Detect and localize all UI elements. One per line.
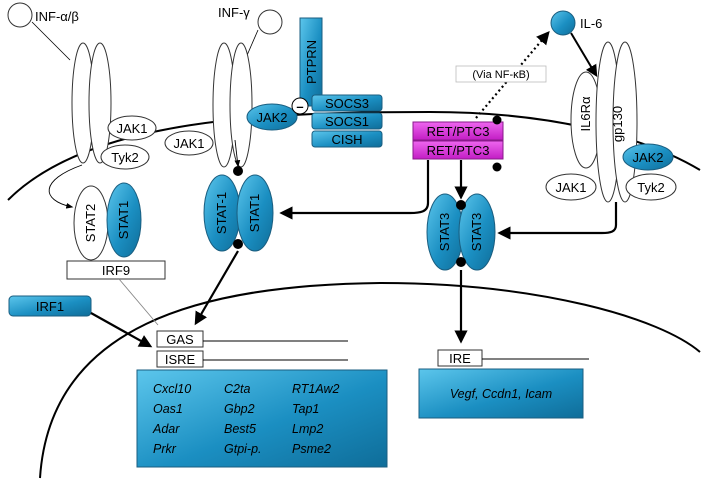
- gene: Cxcl10: [153, 382, 191, 396]
- stat1-a: [106, 182, 142, 258]
- stat1-b2: [236, 174, 274, 252]
- gas-label: GAS: [166, 332, 194, 347]
- il6r-label: IL6Rα: [578, 96, 593, 131]
- stat1-a-label: STAT1: [116, 201, 131, 240]
- ret-ptc3-top-label: RET/PTC3: [427, 124, 490, 139]
- cish-label: CISH: [331, 132, 362, 147]
- tyk2-a: [100, 144, 150, 170]
- arrow-stat1-to-gas: [194, 250, 239, 326]
- ifn-g-ligand: [257, 9, 283, 35]
- nuclear-membrane: [39, 281, 701, 479]
- gene: Gtpi-p.: [224, 442, 262, 456]
- arrow-ifng-to-stat1: [234, 139, 241, 168]
- tyk2-a-label: Tyk2: [111, 150, 138, 165]
- jak1-c: [545, 173, 597, 201]
- gene: Lmp2: [292, 422, 323, 436]
- gene: RT1Aw2: [292, 382, 340, 396]
- irf9-box: [66, 260, 166, 280]
- isre-label: ISRE: [165, 352, 196, 367]
- arrow-irf1-to-isre: [90, 312, 153, 348]
- ifn-g-label: INF-γ: [218, 5, 250, 20]
- genes-col2: C2ta Gbp2 Best5 Gtpi-p.: [224, 382, 262, 456]
- jak1-a: [107, 115, 157, 141]
- stat1-b1-label: STAT-1: [214, 192, 229, 234]
- gas-box: [156, 330, 204, 348]
- ire-label: IRE: [449, 351, 471, 366]
- target-genes-left-box: [136, 369, 388, 468]
- target-genes-right-box: [418, 368, 584, 419]
- ifn-g-receptor: INF-γ JAK1 JAK2: [164, 5, 298, 168]
- ret-phospho-2: [492, 162, 502, 172]
- socs1-label: SOCS1: [325, 114, 369, 129]
- ifn-g-receptor-chain-2: [229, 42, 253, 168]
- jak2-b-label: JAK2: [256, 110, 287, 125]
- socs1-box: [311, 112, 383, 130]
- stat1-phospho-2: [233, 239, 243, 249]
- irf1-box: [8, 295, 92, 317]
- ptprn-box: [299, 17, 323, 107]
- arrow-il6r-to-stat3: [497, 202, 618, 240]
- stat1-b2-label: STAT1: [247, 194, 262, 233]
- jak2-c-label: JAK2: [632, 150, 663, 165]
- il6-label: IL-6: [580, 16, 602, 31]
- ifn-ab-receptor-chain-2: [88, 42, 112, 164]
- il6-receptor: IL-6 IL6Rα gp130 JAK2 JAK1 Tyk2: [545, 10, 677, 203]
- stat3-2-label: STAT3: [469, 213, 484, 252]
- gene: Psme2: [292, 442, 331, 456]
- genes-col1: Cxcl10 Oas1 Adar Prkr: [152, 382, 191, 456]
- stat3-2: [458, 193, 496, 271]
- jak1-c-label: JAK1: [555, 180, 586, 195]
- gene: Tap1: [292, 402, 319, 416]
- jak2-c: [622, 143, 674, 171]
- ifn-ab-receptor: INF-α/β JAK1 Tyk2: [7, 2, 157, 170]
- socs3-label: SOCS3: [325, 96, 369, 111]
- genes-right-label: Vegf, Ccdn1, Icam: [450, 387, 552, 401]
- gene: C2ta: [224, 382, 250, 396]
- stat3-phospho-1: [456, 200, 466, 210]
- ptprn-label: PTPRN: [304, 40, 319, 84]
- ret-ptc3-top: [412, 121, 504, 141]
- ret-ptc3-bottom: [412, 140, 504, 160]
- via-nfkb-label: (Via NF-κB): [472, 69, 529, 81]
- jak1-b-label: JAK1: [173, 136, 204, 151]
- stat3-phospho-2: [456, 257, 466, 267]
- inhibition-circle: [291, 97, 309, 115]
- gene: Gbp2: [224, 402, 255, 416]
- ret-phospho-1: [492, 115, 502, 125]
- inhibition-minus: –: [296, 99, 303, 114]
- gene: Prkr: [153, 442, 177, 456]
- il6-ligand: [550, 10, 576, 36]
- cish-box: [311, 130, 383, 148]
- via-nfkb-box: [455, 65, 547, 83]
- arrow-irf9-to-isre: [118, 278, 159, 326]
- gene: Adar: [152, 422, 180, 436]
- gp130-label: gp130: [610, 106, 625, 142]
- arrow-tyk2-to-stat2: [48, 164, 83, 209]
- arrow-ret-to-stat1: [279, 160, 430, 220]
- ret-ptc3-bottom-label: RET/PTC3: [427, 143, 490, 158]
- irf9-label: IRF9: [102, 263, 130, 278]
- gene: Oas1: [153, 402, 183, 416]
- isre-box: [156, 350, 204, 368]
- tyk2-c: [625, 173, 677, 201]
- jak1-a-label: JAK1: [116, 121, 147, 136]
- irf1-label: IRF1: [36, 299, 64, 314]
- stat1-phospho-1: [233, 166, 243, 176]
- jak1-b: [164, 130, 214, 156]
- genes-col3: RT1Aw2 Tap1 Lmp2 Psme2: [292, 382, 340, 456]
- stat2-label: STAT2: [83, 204, 98, 243]
- gene: Best5: [224, 422, 256, 436]
- ire-box: [437, 349, 483, 367]
- tyk2-c-label: Tyk2: [637, 180, 664, 195]
- stat3-1-label: STAT3: [437, 213, 452, 252]
- ifn-ab-label: INF-α/β: [35, 9, 79, 24]
- socs3-box: [311, 94, 383, 112]
- jak2-b: [246, 103, 298, 131]
- ifn-ab-ligand: [7, 2, 33, 28]
